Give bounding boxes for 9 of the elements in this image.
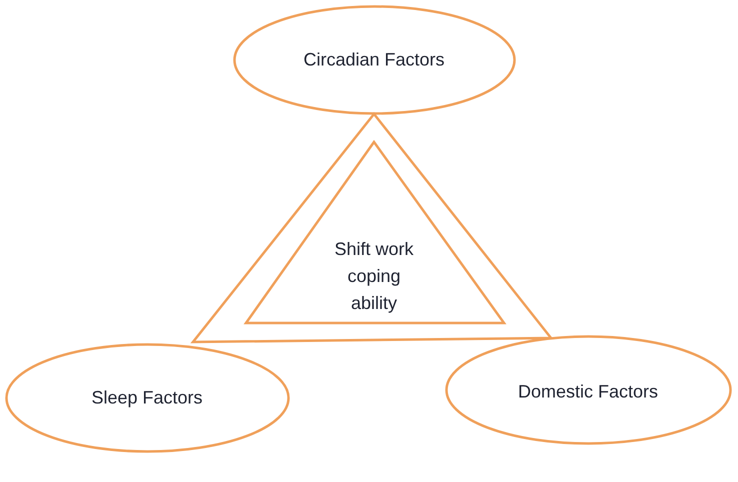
factor-ellipse [445,335,732,445]
center-triangle [244,140,506,325]
node-label: Circadian Factors [303,50,445,70]
triangle-frame [190,112,554,345]
node-label: Sleep Factors [91,388,203,408]
factor-ellipse [233,5,516,115]
factor-ellipse [5,343,290,453]
node-label: Domestic Factors [518,382,658,402]
node-label: Shift work coping ability [333,238,415,315]
